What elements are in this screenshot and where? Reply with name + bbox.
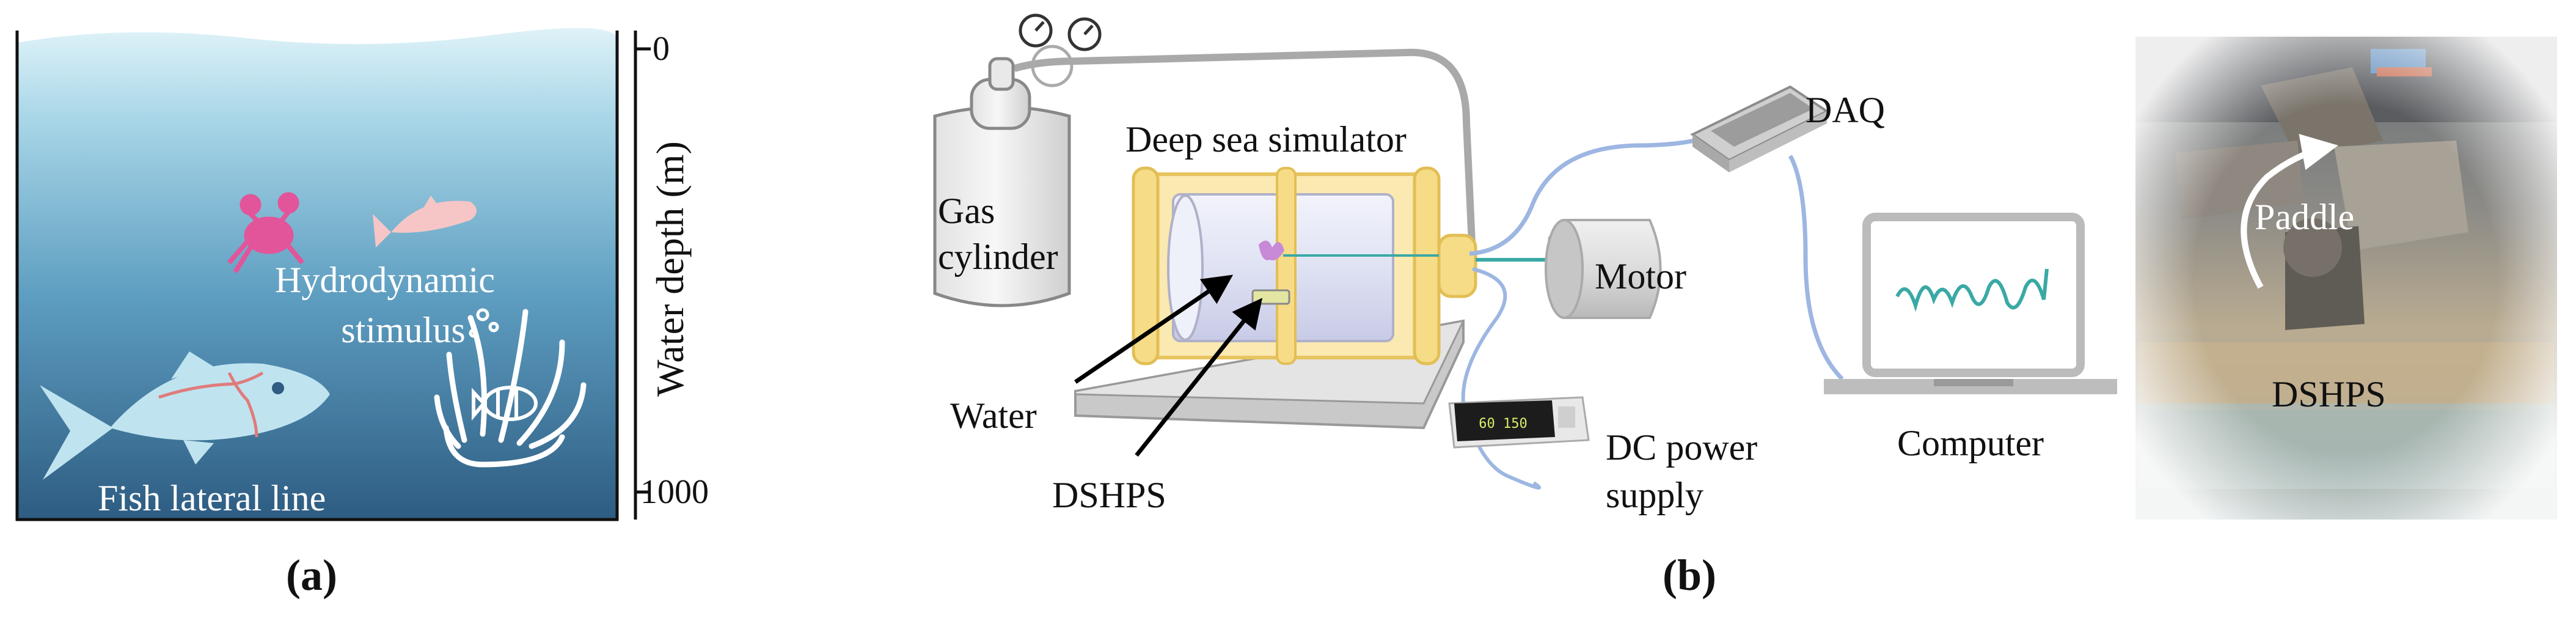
hydrodynamic-label-1: Hydrodynamic bbox=[275, 260, 495, 300]
daq-label: DAQ bbox=[1806, 90, 1885, 130]
dc-power-label-1: DC power bbox=[1606, 427, 1757, 468]
water-arrow bbox=[1074, 274, 1234, 384]
daq-icon bbox=[1690, 85, 1829, 172]
small-fish-icon bbox=[373, 196, 477, 248]
dc-power-label-2: supply bbox=[1606, 475, 1703, 515]
gas-cylinder-icon bbox=[933, 57, 1071, 307]
computer-icon bbox=[1824, 213, 2117, 394]
deep-sea-simulator-label: Deep sea simulator bbox=[1125, 119, 1407, 160]
daq-cable bbox=[1469, 132, 1718, 256]
panel-b: Gas cylinder Deep sea simulator Water DS… bbox=[933, 13, 2117, 600]
dshps-arrow bbox=[1135, 298, 1263, 457]
hydrodynamic-label-2: stimulus bbox=[341, 310, 465, 350]
signal-waveform bbox=[1895, 268, 2049, 312]
motor-label: Motor bbox=[1595, 256, 1686, 296]
paddle-label: Paddle bbox=[2255, 197, 2354, 237]
clownfish-icon bbox=[472, 386, 538, 421]
caption-a: (a) bbox=[286, 551, 337, 600]
paddle-photo bbox=[2135, 37, 2557, 520]
computer-cable bbox=[1788, 155, 1844, 381]
pressure-gauge-icon bbox=[1019, 13, 1102, 87]
motor-icon bbox=[1545, 219, 1662, 319]
gas-pipe bbox=[1013, 48, 1476, 257]
gas-cylinder-label-2: cylinder bbox=[938, 237, 1058, 277]
psu-display-readout: 60 150 bbox=[1479, 416, 1527, 432]
photo-dshps-label: DSHPS bbox=[2272, 374, 2386, 414]
fish-lateral-line-label: Fish lateral line bbox=[98, 478, 326, 518]
anemone-icon bbox=[434, 308, 587, 468]
power-cable bbox=[1461, 267, 1541, 490]
depth-axis: 0 1000 Water depth (m) bbox=[634, 30, 709, 520]
crab-icon bbox=[227, 192, 305, 274]
water-label: Water bbox=[950, 395, 1037, 436]
panel-a: 0 1000 Water depth (m) bbox=[15, 28, 709, 600]
depth-tick-0: 0 bbox=[653, 30, 670, 68]
lateral-line-fish-icon bbox=[40, 351, 330, 480]
depth-tick-1000: 1000 bbox=[640, 473, 709, 511]
computer-label: Computer bbox=[1897, 423, 2044, 463]
gas-cylinder-label-1: Gas bbox=[938, 191, 995, 231]
deep-sea-simulator-icon bbox=[1132, 166, 1477, 366]
dshps-label: DSHPS bbox=[1052, 475, 1166, 515]
dc-power-supply-icon: 60 150 bbox=[1448, 396, 1590, 449]
depth-axis-title: Water depth (m) bbox=[648, 141, 692, 397]
caption-b: (b) bbox=[1663, 551, 1716, 600]
